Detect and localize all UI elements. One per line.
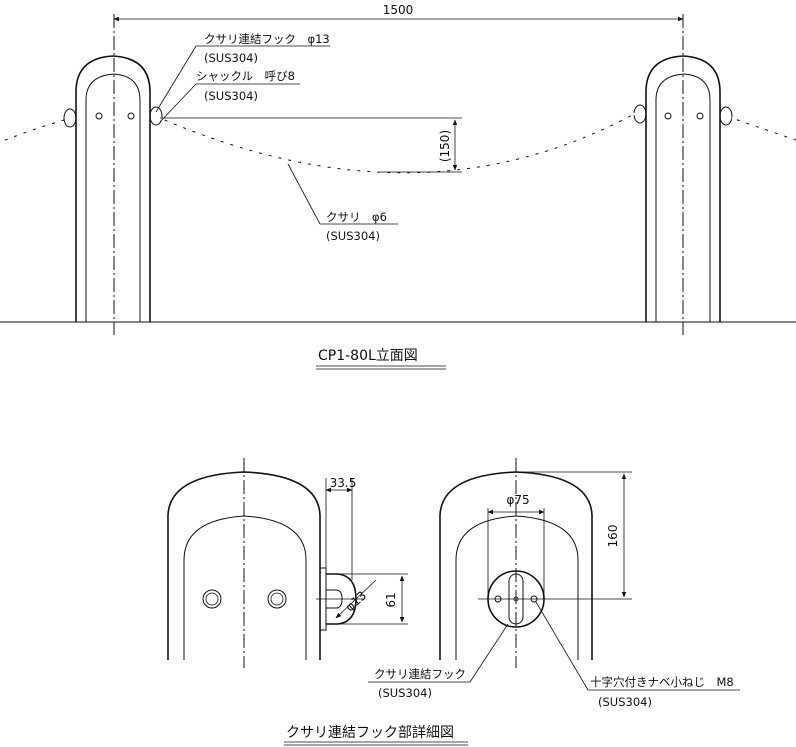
left-post — [63, 14, 163, 335]
chain-left-outer — [0, 119, 65, 143]
chain-material: (SUS304) — [326, 229, 380, 243]
elevation-view: 1500 (150) クサリ連結フック φ13 (SUS304) シャックル 呼… — [0, 3, 796, 370]
hook-label: クサリ連結フック φ13 — [204, 32, 330, 46]
chain-main — [159, 112, 637, 174]
dim-hook: φ13 — [343, 588, 370, 614]
dim-width: 1500 — [383, 3, 414, 17]
elevation-title: CP1-80L立面図 — [318, 348, 418, 364]
hook-material: (SUS304) — [204, 51, 258, 65]
bolt-cap — [267, 589, 287, 609]
dim-offset: 33.5 — [330, 476, 357, 490]
screw-label: 十字穴付きナベ小ねじ M8 — [590, 675, 734, 689]
hook-label: クサリ連結フック — [374, 667, 466, 681]
dim-top: 160 — [606, 525, 620, 548]
hook-ring — [63, 108, 77, 128]
detail-side-view: 33.5 61 φ13 — [167, 458, 408, 668]
right-post — [633, 14, 733, 335]
hook-ring — [149, 106, 163, 126]
detail-title: クサリ連結フック部詳細図 — [286, 725, 454, 741]
screw-material: (SUS304) — [598, 695, 652, 709]
shackle-label: シャックル 呼び8 — [196, 69, 295, 83]
shackle-material: (SUS304) — [204, 89, 258, 103]
bolt-cap — [202, 589, 222, 609]
bolt-hole — [127, 112, 135, 120]
dim-plate: φ75 — [506, 493, 529, 507]
hook-ring — [719, 106, 733, 126]
dim-sag: (150) — [438, 130, 452, 162]
bolt-hole — [696, 112, 704, 120]
bolt-hole — [95, 112, 103, 120]
chain-right-outer — [731, 117, 796, 141]
detail-front-view: φ75 160 クサリ連結フック (SUS304) 十字穴付きナベ小ねじ M8 … — [368, 458, 740, 709]
bolt-hole — [664, 112, 672, 120]
chain-label: クサリ φ6 — [326, 210, 387, 224]
hook-material: (SUS304) — [378, 686, 432, 700]
dim-height: 61 — [384, 592, 398, 607]
